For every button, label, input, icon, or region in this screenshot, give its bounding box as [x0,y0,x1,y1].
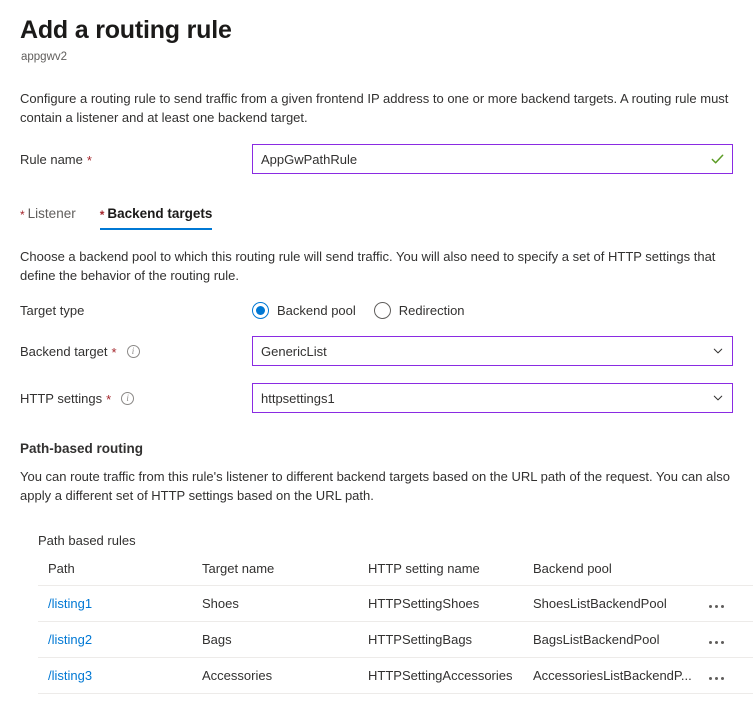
radio-backend-pool[interactable]: Backend pool [252,302,356,319]
intro-description: Configure a routing rule to send traffic… [20,91,729,125]
target-type-label-text: Target type [20,303,85,318]
backend-target-field-wrap: GenericList [252,336,733,366]
radio-redirection-label: Redirection [398,303,465,318]
backend-target-label: Backend target * i [20,344,252,359]
http-settings-select[interactable]: httpsettings1 [252,383,733,413]
table-row: /listing2 Bags HTTPSettingBags BagsListB… [38,621,753,658]
column-header-http-setting-name: HTTP setting name [368,561,533,586]
http-settings-required-asterisk: * [106,391,112,407]
more-options-icon[interactable] [705,639,728,646]
tab-backend-targets-label: Backend targets [107,206,213,221]
more-options-icon[interactable] [705,675,728,682]
radio-redirection[interactable]: Redirection [373,302,465,319]
page-title: Add a routing rule [20,16,232,44]
target-type-radio-group: Backend pool Redirection [252,302,465,319]
path-based-rules-section: Path based rules Path Target name HTTP s… [38,533,753,694]
rule-name-field-wrap [252,144,733,174]
info-icon[interactable]: i [126,344,140,358]
backend-target-select[interactable]: GenericList [252,336,733,366]
backend-target-label-text: Backend target [20,343,108,359]
row-http-setting-name-cell: HTTPSettingAccessories [368,657,533,694]
row-actions-cell [693,621,753,658]
path-link[interactable]: /listing2 [48,632,93,647]
rule-name-row: Rule name * [20,144,733,174]
required-asterisk: * [86,152,92,168]
path-based-rules-table: Path Target name HTTP setting name Backe… [38,561,753,694]
chevron-down-icon [712,392,724,404]
row-actions-cell [693,585,753,622]
tab-listener-required-asterisk: * [20,208,25,222]
row-path-cell: /listing2 [38,621,202,658]
row-target-name-cell: Shoes [202,585,368,622]
row-http-setting-name-cell: HTTPSettingShoes [368,585,533,622]
tab-listener[interactable]: * Listener [20,206,76,230]
target-type-row: Target type Backend pool Redirection [20,302,733,319]
add-routing-rule-page: Add a routing rule appgwv2 Configure a r… [0,14,753,694]
target-type-label: Target type [20,303,252,318]
column-header-path: Path [38,561,202,586]
row-backend-pool-cell: ShoesListBackendPool [533,585,693,622]
backend-target-required-asterisk: * [111,344,117,360]
rule-name-input[interactable] [252,144,733,174]
path-based-routing-heading: Path-based routing [20,441,144,456]
section-description: Choose a backend pool to which this rout… [20,249,716,283]
path-link[interactable]: /listing3 [48,668,93,683]
row-path-cell: /listing3 [38,657,202,694]
table-header-row: Path Target name HTTP setting name Backe… [38,561,753,586]
radio-backend-pool-circle [252,302,269,319]
info-icon[interactable]: i [121,391,135,405]
tab-backend-targets[interactable]: * Backend targets [99,206,213,230]
http-settings-label-text: HTTP settings [20,390,103,406]
path-link[interactable]: /listing1 [48,596,93,611]
rule-name-label-text: Rule name [20,151,83,167]
row-actions-cell [693,657,753,694]
rule-name-label: Rule name * [20,152,252,167]
http-settings-row: HTTP settings * i httpsettings1 [20,383,733,413]
table-caption: Path based rules [38,533,136,548]
tab-listener-label: Listener [27,206,76,221]
path-based-routing-description: You can route traffic from this rule's l… [20,469,730,503]
row-path-cell: /listing1 [38,585,202,622]
backend-target-selected-value: GenericList [261,343,327,359]
radio-backend-pool-label: Backend pool [277,303,356,318]
table-row: /listing1 Shoes HTTPSettingShoes ShoesLi… [38,585,753,622]
radio-redirection-circle [373,302,391,319]
chevron-down-icon [712,345,724,357]
http-settings-label: HTTP settings * i [20,391,252,406]
tab-list: * Listener * Backend targets [20,198,733,230]
http-settings-field-wrap: httpsettings1 [252,383,733,413]
column-header-backend-pool: Backend pool [533,561,693,586]
more-options-icon[interactable] [705,603,728,610]
column-header-target-name: Target name [202,561,368,586]
column-header-actions [693,561,753,586]
table-row: /listing3 Accessories HTTPSettingAccesso… [38,657,753,694]
backend-target-row: Backend target * i GenericList [20,336,733,366]
row-backend-pool-cell: AccessoriesListBackendP... [533,657,693,694]
row-http-setting-name-cell: HTTPSettingBags [368,621,533,658]
row-backend-pool-cell: BagsListBackendPool [533,621,693,658]
page-subtitle: appgwv2 [21,51,68,63]
row-target-name-cell: Bags [202,621,368,658]
tab-backend-targets-required-asterisk: * [99,208,105,222]
row-target-name-cell: Accessories [202,657,368,694]
http-settings-selected-value: httpsettings1 [261,390,335,406]
